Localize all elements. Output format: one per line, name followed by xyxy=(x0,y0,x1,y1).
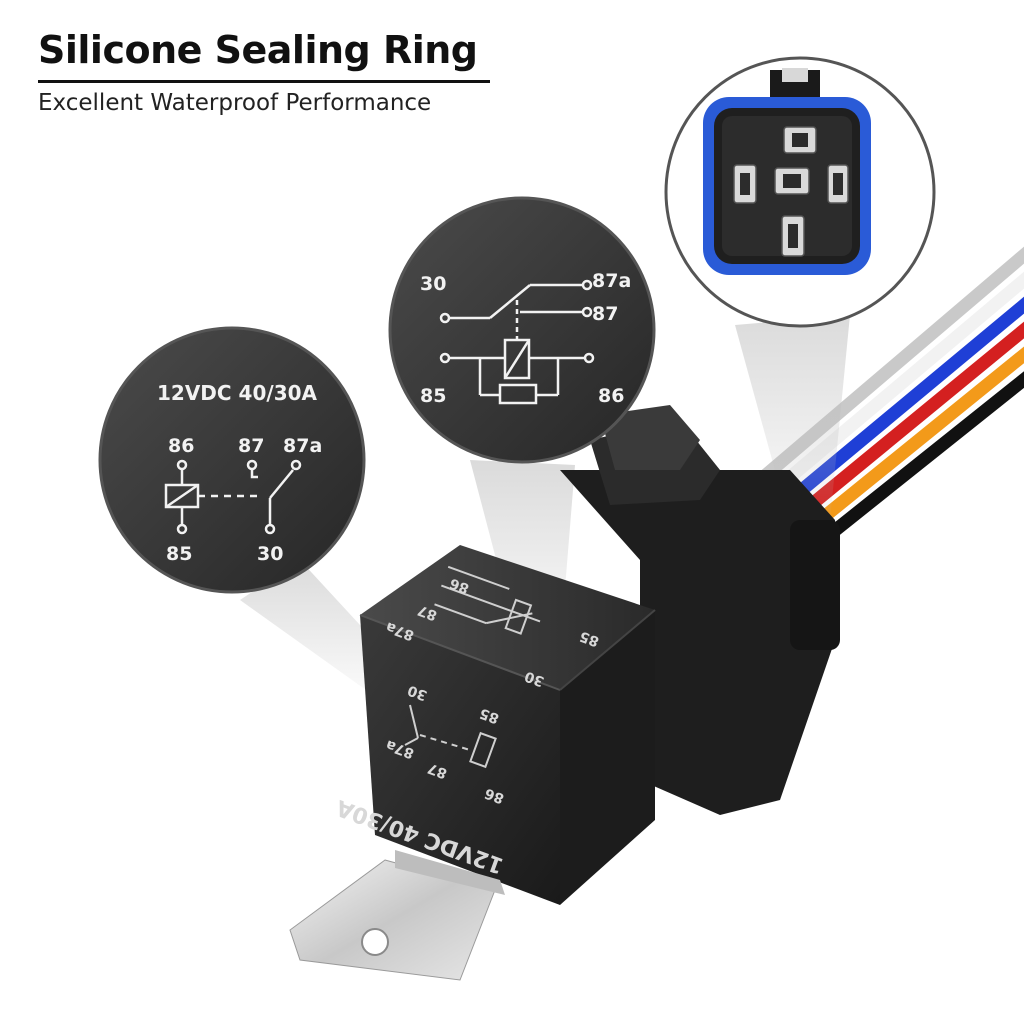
body-pin-85-label: 85 xyxy=(478,705,502,727)
callout-left-rating: 12VDC 40/30A xyxy=(157,381,318,405)
top-pin-86-label: 86 xyxy=(448,575,472,597)
callout-left-pin-86: 86 xyxy=(168,435,194,457)
wire-5 xyxy=(801,371,1024,559)
relay-connector xyxy=(560,405,840,815)
title-underline xyxy=(38,80,490,83)
top-pin-85-label: 85 xyxy=(578,628,602,650)
mounting-bracket xyxy=(289,850,505,981)
wire-4 xyxy=(791,346,1024,545)
relay-body xyxy=(359,545,656,905)
callout-center-pin-87a: 87a xyxy=(592,270,631,292)
body-pin-30-label: 30 xyxy=(405,681,429,703)
top-pin-87-label: 87 xyxy=(416,602,440,624)
page-title: Silicone Sealing Ring xyxy=(38,28,478,72)
relay-top-schematic xyxy=(434,565,541,635)
page-subtitle: Excellent Waterproof Performance xyxy=(38,90,432,116)
callout-left-pin-87a: 87a xyxy=(283,435,322,457)
callout-center-pin-87: 87 xyxy=(592,303,618,325)
callout-center: 30 87a 87 85 86 xyxy=(388,196,656,464)
callout-beam-right xyxy=(735,315,850,525)
callout-center-schematic xyxy=(439,279,595,405)
callout-center-pin-85: 85 xyxy=(420,385,446,407)
callout-left: 12VDC 40/30A 86 87 87a 85 30 xyxy=(98,326,366,594)
callout-left-schematic xyxy=(164,459,302,535)
callout-right-connector-face xyxy=(664,56,936,328)
callout-center-pin-86: 86 xyxy=(598,385,624,407)
body-pin-87-label: 87 xyxy=(426,760,450,782)
top-pin-30-label: 30 xyxy=(522,667,546,689)
callout-left-pin-87: 87 xyxy=(238,435,264,457)
callout-center-pin-30: 30 xyxy=(420,273,446,295)
callout-left-pin-85: 85 xyxy=(166,543,192,565)
relay-front-schematic xyxy=(404,704,497,769)
callout-left-pin-30: 30 xyxy=(257,543,283,565)
body-pin-86-label: 86 xyxy=(483,785,507,807)
